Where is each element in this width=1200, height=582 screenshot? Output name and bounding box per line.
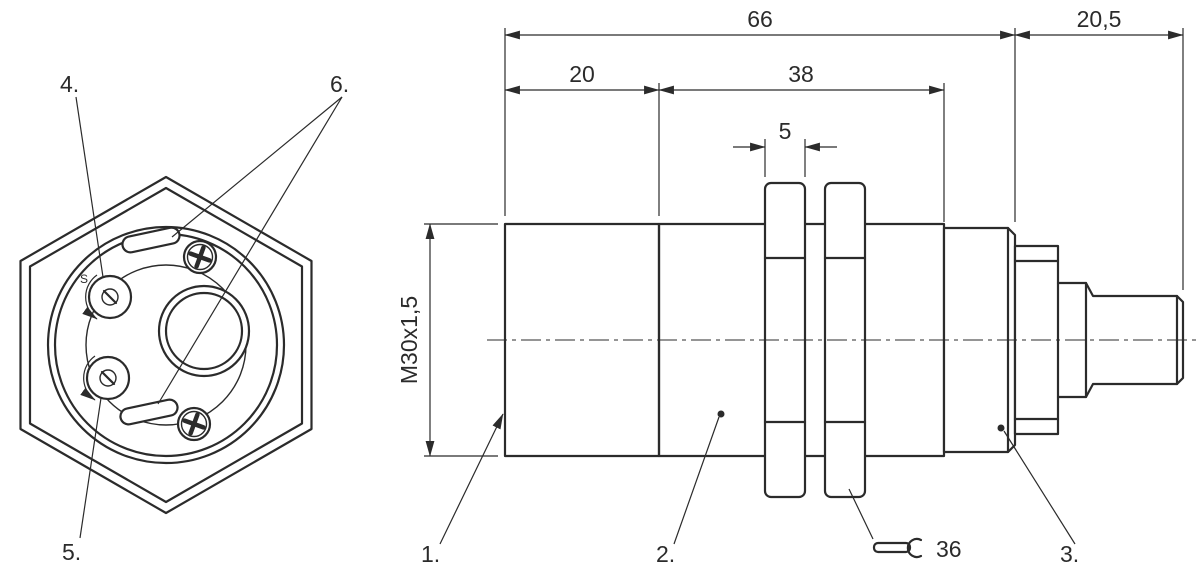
led-window-bottom — [119, 398, 179, 426]
dimension-ring-width: 5 — [733, 118, 837, 152]
dimension-connector-length: 20,5 — [1014, 6, 1184, 40]
hex-outline-outer — [19, 175, 313, 515]
wrench-leader — [848, 488, 874, 540]
wrench-icon — [872, 537, 923, 559]
pot-sensitivity-label: S — [80, 272, 88, 286]
dimension-head-length: 20 — [504, 61, 660, 95]
callout-1-leader — [439, 413, 504, 545]
callout-6-label: 6. — [330, 71, 349, 97]
callout-6-leader-bottom — [157, 96, 343, 405]
callout-2-leader — [673, 416, 720, 545]
led-window-top — [121, 226, 181, 254]
dim-m30-text: M30x1,5 — [396, 296, 422, 384]
callout-5-leader — [79, 397, 102, 539]
screw-bottom-icon — [176, 406, 212, 442]
callout-4-leader — [75, 96, 104, 278]
dim-20-text: 20 — [569, 61, 595, 87]
side-view: 66 20,5 20 38 5 M30x1,5 — [396, 6, 1196, 567]
callout-3-target-dot — [997, 424, 1005, 432]
callout-2-label: 2. — [656, 541, 675, 567]
callout-6-leader-top — [171, 96, 343, 238]
dimension-body-length: 38 — [658, 61, 945, 95]
callout-1-label: 1. — [421, 541, 440, 567]
potentiometer-bottom — [80, 355, 131, 401]
callout-3-label: 3. — [1060, 541, 1079, 567]
callout-5-label: 5. — [62, 539, 81, 565]
callout-3-leader — [1003, 430, 1076, 545]
sensor-core-circle-inner — [164, 291, 244, 371]
dim-66-text: 66 — [747, 6, 773, 32]
dim-5-text: 5 — [779, 118, 792, 144]
dim-20-5-text: 20,5 — [1077, 6, 1122, 32]
screw-top-icon — [182, 239, 218, 275]
dim-38-text: 38 — [788, 61, 814, 87]
dimension-total-length: 66 — [504, 6, 1016, 40]
front-view: S 4. 5. 6. — [19, 71, 349, 565]
wrench-size-note: 36 — [848, 488, 962, 562]
callout-4-label: 4. — [60, 71, 79, 97]
potentiometer-top — [82, 274, 133, 320]
wrench-size-text: 36 — [936, 536, 962, 562]
extension-lines — [424, 28, 1184, 457]
face-circle-outer — [46, 225, 286, 465]
sensor-core-circle-outer — [157, 284, 251, 378]
callout-2-target-dot — [717, 410, 725, 418]
hex-outline-inner — [28, 186, 304, 504]
dimension-thread-spec: M30x1,5 — [396, 223, 435, 457]
